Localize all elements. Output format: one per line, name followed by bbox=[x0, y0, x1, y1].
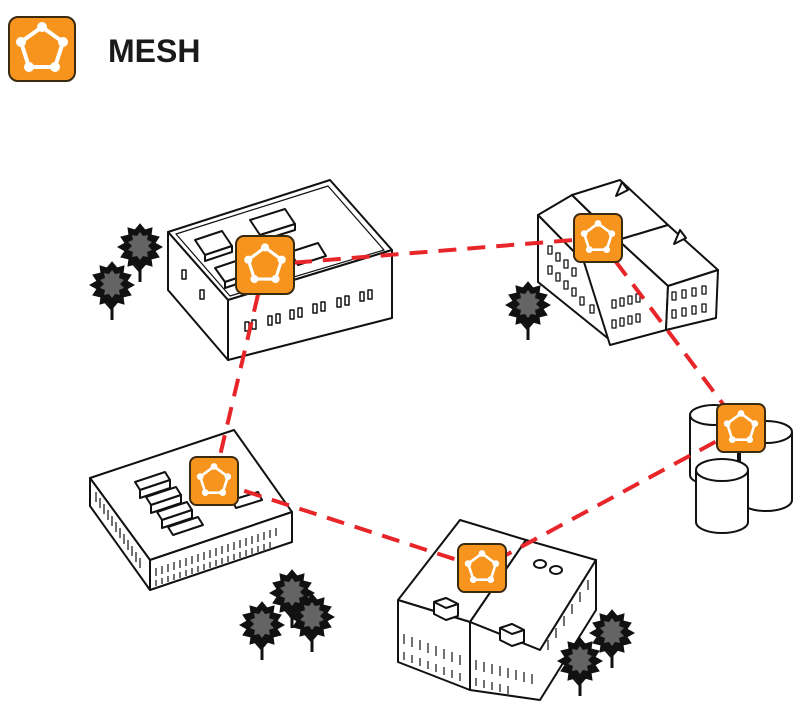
tree-icon bbox=[88, 260, 136, 322]
mesh-network-icon bbox=[16, 22, 68, 72]
mesh-link-building-bottom-center-to-building-left bbox=[213, 479, 483, 570]
building-top-right bbox=[537, 179, 719, 346]
mesh-links bbox=[212, 236, 743, 570]
tree-icon bbox=[504, 280, 552, 342]
mesh-link-building-top-right-to-storage-tanks-right bbox=[596, 236, 743, 430]
mesh-node-icon bbox=[716, 403, 766, 453]
header-logo bbox=[8, 16, 76, 82]
mesh-nodes bbox=[189, 213, 766, 593]
mesh-link-building-left-to-building-top-left bbox=[212, 264, 267, 482]
building-left bbox=[89, 429, 293, 591]
mesh-node-icon bbox=[235, 235, 295, 295]
page-title: MESH bbox=[108, 33, 200, 69]
mesh-link-building-top-left-to-building-top-right bbox=[264, 236, 599, 267]
mesh-link-storage-tanks-right-to-building-bottom-center bbox=[481, 426, 742, 570]
mesh-node-icon bbox=[189, 456, 239, 506]
mesh-node-icon bbox=[573, 213, 623, 263]
mesh-node-icon bbox=[457, 543, 507, 593]
tree-icon bbox=[238, 600, 286, 662]
